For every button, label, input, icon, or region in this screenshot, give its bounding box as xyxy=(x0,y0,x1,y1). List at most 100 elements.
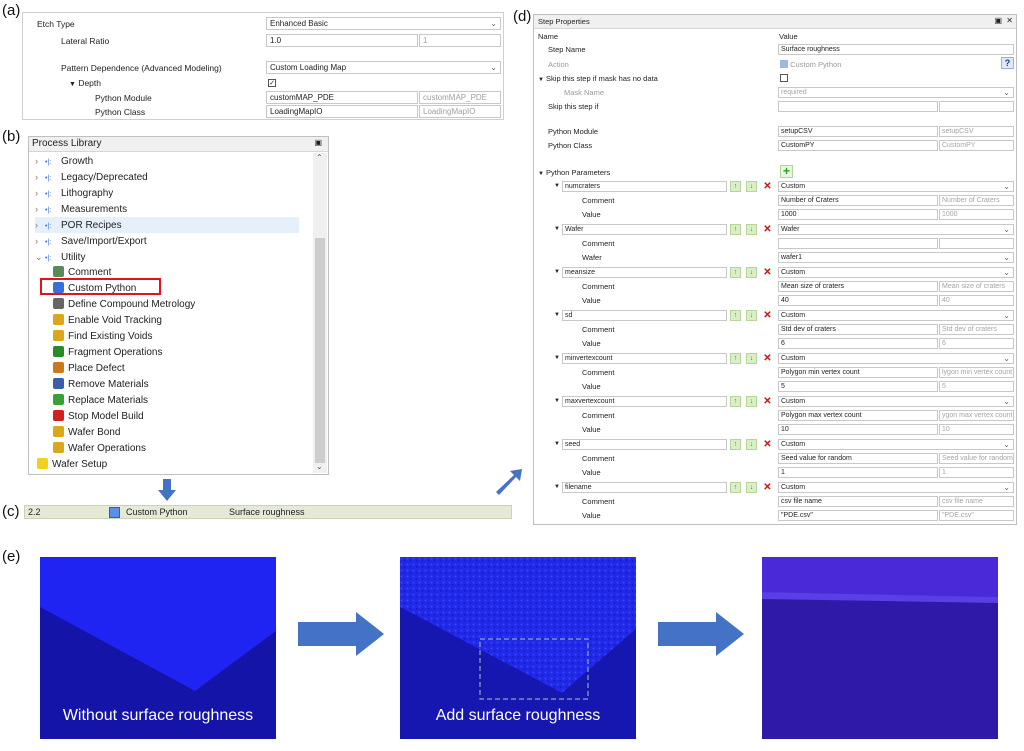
move-down-icon[interactable]: ↓ xyxy=(746,267,757,278)
move-down-icon[interactable]: ↓ xyxy=(746,482,757,493)
x-icon[interactable]: ✕ xyxy=(763,224,772,235)
parameter-name-input[interactable]: Wafer xyxy=(562,224,727,235)
scroll-up-icon[interactable]: ⌃ xyxy=(316,153,323,162)
move-down-icon[interactable]: ↓ xyxy=(746,353,757,364)
parameter-type-dropdown[interactable]: Custom⌄ xyxy=(778,439,1014,450)
library-item[interactable]: Wafer Operations xyxy=(53,441,146,457)
chevron-right-icon[interactable]: › xyxy=(35,204,38,214)
x-icon[interactable]: ✕ xyxy=(763,310,772,321)
value-input[interactable]: 1000 xyxy=(778,209,938,220)
comment-input[interactable]: Std dev of craters xyxy=(778,324,938,335)
python-module-input[interactable]: customMAP_PDE xyxy=(266,91,418,104)
chevron-right-icon[interactable]: › xyxy=(35,220,38,230)
move-up-icon[interactable]: ↑ xyxy=(730,310,741,321)
python-class-input[interactable]: LoadingMapIO xyxy=(266,105,418,118)
move-up-icon[interactable]: ↑ xyxy=(730,267,741,278)
plus-icon[interactable]: + xyxy=(780,165,793,178)
library-item[interactable]: Replace Materials xyxy=(53,393,148,409)
depth-row[interactable]: ▼ Depth xyxy=(69,76,101,90)
triangle-icon[interactable]: ▼ xyxy=(554,312,560,318)
value-input[interactable]: 6 xyxy=(778,338,938,349)
triangle-icon[interactable]: ▼ xyxy=(554,269,560,275)
library-item[interactable]: ›•|:POR Recipes xyxy=(35,217,299,233)
parameter-name-input[interactable]: minvertexcount xyxy=(562,353,727,364)
comment-input[interactable]: Mean size of craters xyxy=(778,281,938,292)
move-up-icon[interactable]: ↑ xyxy=(730,439,741,450)
skip-if-input[interactable] xyxy=(778,101,938,112)
triangle-icon[interactable]: ▼ xyxy=(554,226,560,232)
parameter-name-input[interactable]: seed xyxy=(562,439,727,450)
x-icon[interactable]: ✕ xyxy=(763,482,772,493)
library-item[interactable]: Fragment Operations xyxy=(53,345,163,361)
chevron-right-icon[interactable]: › xyxy=(35,156,38,166)
parameter-type-dropdown[interactable]: Custom⌄ xyxy=(778,482,1014,493)
library-item[interactable]: Custom Python xyxy=(53,281,136,297)
parameter-name-input[interactable]: meansize xyxy=(562,267,727,278)
triangle-icon[interactable]: ▼ xyxy=(554,441,560,447)
library-item[interactable]: Remove Materials xyxy=(53,377,149,393)
library-item[interactable]: Enable Void Tracking xyxy=(53,313,162,329)
library-item[interactable]: Find Existing Voids xyxy=(53,329,153,345)
parameter-name-input[interactable]: numcraters xyxy=(562,181,727,192)
wafer-dropdown[interactable]: wafer1⌄ xyxy=(778,252,1014,263)
triangle-icon[interactable]: ▼ xyxy=(554,398,560,404)
scroll-down-icon[interactable]: ⌄ xyxy=(316,462,323,471)
x-icon[interactable]: ✕ xyxy=(763,439,772,450)
value-input[interactable]: 10 xyxy=(778,424,938,435)
library-item[interactable]: Wafer Bond xyxy=(53,425,120,441)
value-input[interactable]: "PDE.csv" xyxy=(778,510,938,521)
python-class-input[interactable]: CustomPY xyxy=(778,140,938,151)
move-up-icon[interactable]: ↑ xyxy=(730,224,741,235)
etch-type-dropdown[interactable]: Enhanced Basic⌄ xyxy=(266,17,501,30)
comment-input[interactable]: Seed value for random xyxy=(778,453,938,464)
library-item[interactable]: ›•|:Lithography xyxy=(35,185,113,201)
triangle-icon[interactable]: ▼ xyxy=(554,484,560,490)
chevron-right-icon[interactable]: › xyxy=(35,172,38,182)
parameter-type-dropdown[interactable]: Custom⌄ xyxy=(778,267,1014,278)
process-step-row[interactable]: 2.2 Custom Python Surface roughness xyxy=(24,505,512,519)
move-down-icon[interactable]: ↓ xyxy=(746,439,757,450)
move-up-icon[interactable]: ↑ xyxy=(730,353,741,364)
lateral-ratio-input[interactable]: 1.0 xyxy=(266,34,418,47)
library-item[interactable]: Comment xyxy=(53,265,111,281)
x-icon[interactable]: ✕ xyxy=(763,267,772,278)
value-input[interactable]: 40 xyxy=(778,295,938,306)
move-up-icon[interactable]: ↑ xyxy=(730,482,741,493)
move-up-icon[interactable]: ↑ xyxy=(730,396,741,407)
python-module-input[interactable]: setupCSV xyxy=(778,126,938,137)
triangle-icon[interactable]: ▼ xyxy=(554,183,560,189)
comment-input[interactable]: Number of Craters xyxy=(778,195,938,206)
chevron-right-icon[interactable]: › xyxy=(35,236,38,246)
library-item[interactable]: ›•|:Growth xyxy=(35,153,93,169)
library-item[interactable]: Wafer Setup xyxy=(37,457,107,473)
help-icon[interactable]: ? xyxy=(1001,57,1014,69)
move-down-icon[interactable]: ↓ xyxy=(746,396,757,407)
library-item[interactable]: ›•|:Save/Import/Export xyxy=(35,233,147,249)
parameter-type-dropdown[interactable]: Wafer⌄ xyxy=(778,224,1014,235)
library-item[interactable]: Stop Model Build xyxy=(53,409,144,425)
chevron-right-icon[interactable]: › xyxy=(35,188,38,198)
float-window-icon[interactable]: ▣ xyxy=(314,138,322,147)
comment-input[interactable]: csv file name xyxy=(778,496,938,507)
parameter-name-input[interactable]: maxvertexcount xyxy=(562,396,727,407)
close-icon[interactable]: ✕ xyxy=(1006,16,1013,25)
library-item[interactable]: ›•|:Measurements xyxy=(35,201,127,217)
skip-mask-checkbox[interactable] xyxy=(780,74,788,82)
scrollbar[interactable]: ⌃ ⌄ xyxy=(313,153,327,473)
move-up-icon[interactable]: ↑ xyxy=(730,181,741,192)
comment-input[interactable]: Polygon min vertex count xyxy=(778,367,938,378)
parameter-name-input[interactable]: sd xyxy=(562,310,727,321)
value-input[interactable]: 5 xyxy=(778,381,938,392)
pattern-dependence-dropdown[interactable]: Custom Loading Map⌄ xyxy=(266,61,501,74)
depth-checkbox[interactable]: ✓ xyxy=(268,79,276,87)
step-name-input[interactable]: Surface roughness xyxy=(778,44,1014,55)
library-item[interactable]: Place Defect xyxy=(53,361,125,377)
move-down-icon[interactable]: ↓ xyxy=(746,310,757,321)
parameter-name-input[interactable]: filename xyxy=(562,482,727,493)
x-icon[interactable]: ✕ xyxy=(763,353,772,364)
x-icon[interactable]: ✕ xyxy=(763,396,772,407)
mask-name-dropdown[interactable]: required⌄ xyxy=(778,87,1014,98)
parameter-type-dropdown[interactable]: Custom⌄ xyxy=(778,396,1014,407)
comment-input[interactable]: Polygon max vertex count xyxy=(778,410,938,421)
float-window-icon[interactable]: ▣ xyxy=(994,16,1002,25)
